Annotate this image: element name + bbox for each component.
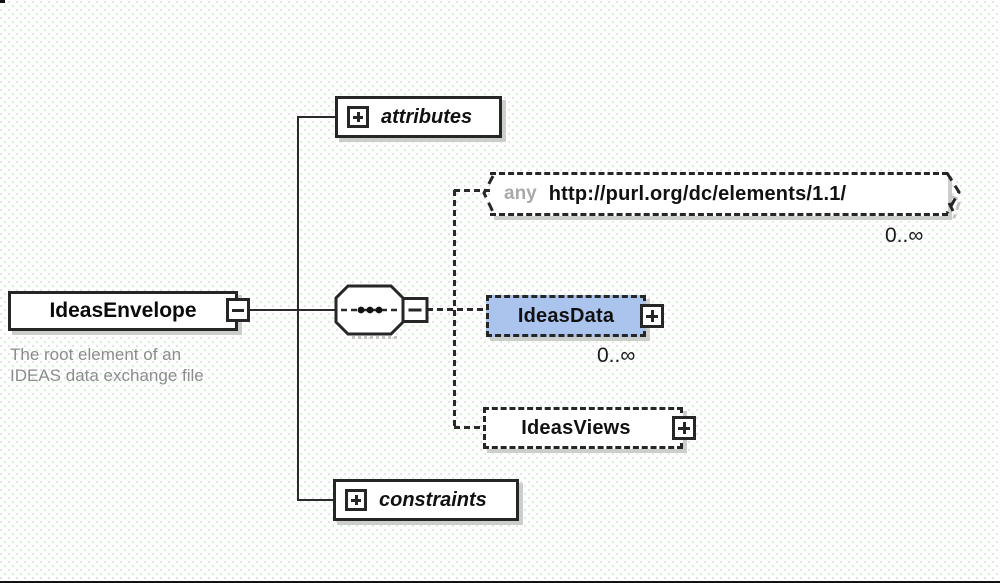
- element-constraints-label: constraints: [379, 488, 487, 511]
- occurrence-label-any: 0..∞: [885, 224, 924, 247]
- minus-icon: [232, 308, 244, 312]
- connector-root-vertical: [297, 116, 299, 501]
- wildcard-right-edge-icon: [945, 172, 962, 219]
- connector-to-any: [454, 189, 492, 192]
- element-ideasviews-label: IdeasViews: [521, 416, 631, 439]
- sequence-dots-icon: [357, 306, 383, 314]
- image-corner-mark: [0, 0, 5, 3]
- connector-to-constraints: [298, 499, 336, 501]
- element-any[interactable]: any http://purl.org/dc/elements/1.1/: [490, 172, 948, 216]
- element-ideasviews[interactable]: IdeasViews: [483, 407, 683, 449]
- expand-button-ideasviews[interactable]: [672, 416, 696, 440]
- element-constraints[interactable]: constraints: [333, 479, 519, 521]
- root-description-line1: The root element of an: [10, 345, 182, 364]
- element-ideasenvelope-label: IdeasEnvelope: [49, 299, 197, 322]
- root-description: The root element of an IDEAS data exchan…: [10, 344, 204, 386]
- collapse-button-ideasenvelope[interactable]: [226, 298, 250, 322]
- sequence-indicator[interactable]: [334, 284, 432, 340]
- root-description-line2: IDEAS data exchange file: [10, 366, 204, 385]
- occurrence-label-ideasdata: 0..∞: [597, 344, 636, 367]
- connector-to-ideasviews: [454, 426, 486, 429]
- element-any-keyword: any: [504, 183, 537, 204]
- expand-button-ideasdata[interactable]: [640, 304, 664, 328]
- expand-button-constraints[interactable]: [345, 489, 367, 511]
- image-border-bottom: [0, 581, 1000, 583]
- element-ideasdata[interactable]: IdeasData: [486, 295, 646, 337]
- element-ideasenvelope[interactable]: IdeasEnvelope: [8, 291, 238, 331]
- wildcard-left-edge-icon: [482, 175, 495, 213]
- expand-button-attributes[interactable]: [347, 106, 369, 128]
- element-any-namespace: http://purl.org/dc/elements/1.1/: [548, 182, 847, 205]
- element-ideasdata-label: IdeasData: [517, 304, 615, 327]
- connector-to-attributes: [298, 116, 336, 118]
- connector-root-to-sequence: [249, 309, 337, 311]
- element-attributes[interactable]: attributes: [335, 96, 502, 138]
- connector-sequence-to-ideasdata: [427, 308, 487, 311]
- element-attributes-label: attributes: [381, 105, 473, 128]
- connector-sequence-vertical: [453, 190, 456, 429]
